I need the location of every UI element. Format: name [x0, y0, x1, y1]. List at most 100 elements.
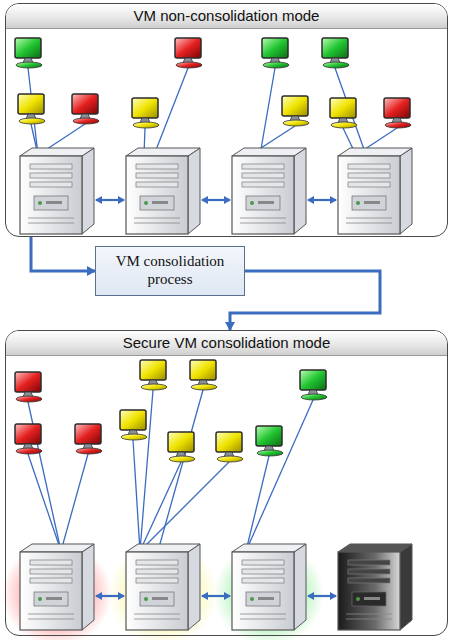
monitor-base — [16, 448, 42, 454]
monitor-screen — [330, 98, 356, 118]
monitor-screen — [15, 424, 41, 444]
monitor-screen — [120, 410, 146, 430]
server-top — [20, 544, 94, 552]
server-vent — [28, 223, 74, 224]
monitor-screen — [300, 370, 326, 390]
server-vent — [134, 614, 180, 615]
server-front — [338, 156, 400, 234]
drive-bay — [242, 182, 284, 187]
monitor-icon — [384, 98, 411, 128]
migration-arrow — [96, 595, 124, 597]
vm-link — [246, 456, 269, 551]
vm-link — [260, 68, 275, 155]
monitor-base — [385, 122, 411, 128]
migration-arrow — [202, 199, 230, 201]
monitor-icon — [15, 372, 42, 402]
monitor-icon — [120, 410, 147, 440]
drive-bay — [348, 173, 390, 178]
flow-connector — [230, 271, 380, 330]
server-top — [232, 148, 306, 156]
drive-bay — [30, 182, 72, 187]
drive-bay — [348, 569, 390, 574]
server-icon — [214, 542, 324, 640]
server-top — [126, 544, 200, 552]
monitor-icon — [190, 360, 217, 390]
monitor-base — [133, 122, 159, 128]
monitor-icon — [18, 94, 45, 124]
monitor-base — [283, 120, 309, 126]
monitor-icon — [132, 98, 159, 128]
migration-arrow — [308, 595, 336, 597]
monitor-base — [76, 448, 102, 454]
server-vent — [346, 223, 392, 224]
monitor-screen — [168, 432, 194, 452]
drive-bay — [136, 560, 178, 565]
drive-bay — [136, 164, 178, 169]
monitor-base — [217, 456, 243, 462]
server-panel — [246, 196, 280, 210]
monitor-base — [19, 118, 45, 124]
monitor-base — [323, 62, 349, 68]
drive-bay — [242, 569, 284, 574]
monitor-base — [176, 62, 202, 68]
monitor-screen — [216, 432, 242, 452]
monitor-icon — [175, 38, 202, 68]
server-vent — [240, 614, 286, 615]
monitor-screen — [15, 372, 41, 392]
server-front — [232, 156, 294, 234]
monitor-base — [141, 384, 167, 390]
server-front — [338, 552, 400, 630]
power-led — [250, 597, 254, 601]
vm-link — [246, 400, 313, 551]
server-panel — [140, 592, 174, 606]
panel-title: Secure VM consolidation mode — [6, 331, 447, 356]
drive-bay — [30, 578, 72, 583]
monitor-screen — [132, 98, 158, 118]
monitor-screen — [256, 426, 282, 446]
monitor-screen — [322, 38, 348, 58]
power-led — [38, 201, 42, 205]
process-box: VM consolidation process — [95, 246, 245, 296]
mode-panel: VM non-consolidation mode — [5, 3, 448, 237]
drive-bay — [136, 173, 178, 178]
monitor-icon — [216, 432, 243, 462]
monitor-screen — [262, 38, 288, 58]
monitor-base — [257, 450, 283, 456]
drive-bay — [30, 560, 72, 565]
monitor-base — [301, 394, 327, 400]
monitor-screen — [175, 38, 201, 58]
server-icon — [338, 544, 412, 630]
drive-bay — [242, 173, 284, 178]
server-front — [126, 552, 188, 630]
server-vent — [346, 614, 392, 615]
server-vent — [28, 218, 74, 219]
server-vent — [28, 614, 74, 615]
monitor-icon — [140, 360, 167, 390]
monitor-screen — [15, 38, 41, 58]
server-top — [338, 148, 412, 156]
vm-link — [140, 462, 181, 551]
vm-link — [61, 454, 88, 551]
monitor-icon — [15, 424, 42, 454]
migration-arrow — [96, 199, 124, 201]
monitor-icon — [256, 426, 283, 456]
server-side — [188, 544, 200, 630]
server-side — [294, 544, 306, 630]
migration-arrow — [202, 595, 230, 597]
drive-bay — [136, 182, 178, 187]
monitor-icon — [72, 94, 99, 124]
server-side — [400, 148, 412, 234]
server-top — [232, 544, 306, 552]
server-panel — [34, 196, 68, 210]
server-slot — [258, 201, 274, 204]
monitor-base — [191, 384, 217, 390]
server-vent — [346, 619, 392, 620]
server-front — [20, 156, 82, 234]
monitor-screen — [190, 360, 216, 380]
monitor-screen — [18, 94, 44, 114]
server-side — [400, 544, 412, 630]
server-glow — [2, 542, 112, 640]
monitor-base — [331, 122, 357, 128]
flow-connector — [31, 237, 95, 271]
